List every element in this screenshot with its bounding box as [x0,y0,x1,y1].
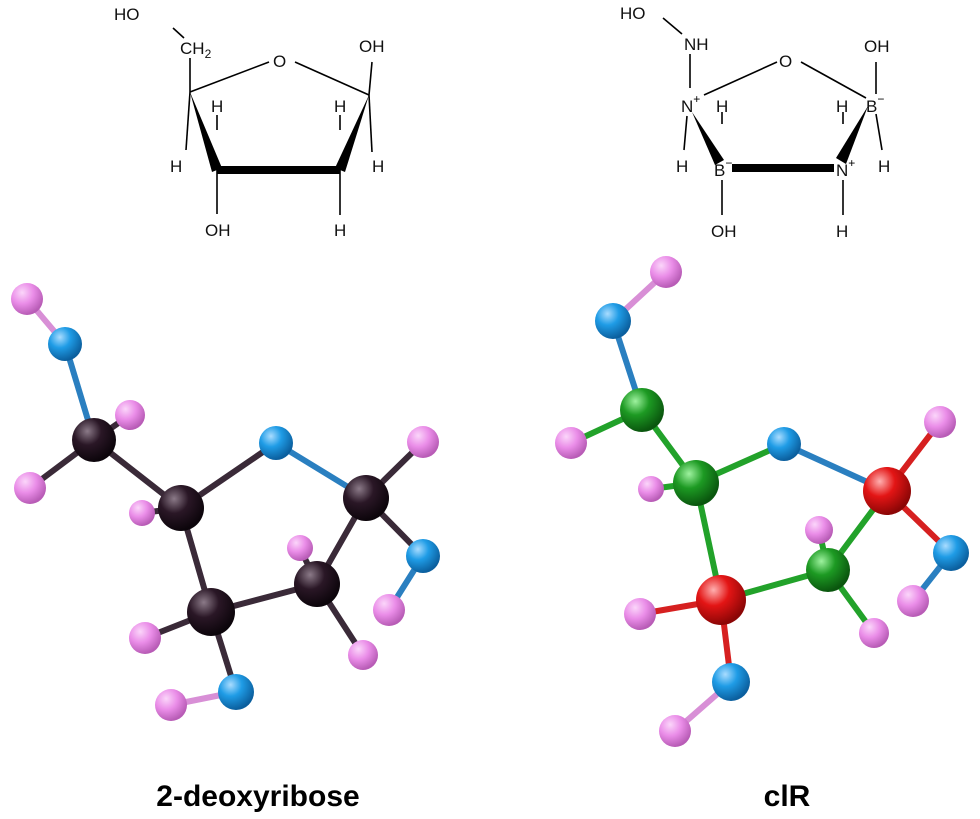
label-h: H [372,157,384,176]
hydrogen-atom [129,500,155,526]
oxygen-atom [406,539,440,573]
wedge-bond [692,112,724,165]
nitrogen-atom [673,460,719,506]
carbon-atom [343,475,389,521]
label-h: H [211,97,223,116]
bond [294,61,370,96]
hydrogen-atom [11,283,43,315]
label-oh-bottom: OH [711,222,737,241]
hydrogen-atom [659,715,691,747]
oxygen-atom [218,674,254,710]
caption-2deoxyribose: 2-deoxyribose [156,780,359,813]
hydrogen-atom [650,256,682,288]
label-oh-right: OH [864,37,890,56]
bond [662,17,683,35]
wedge-bond [836,106,868,164]
hydrogen-atom [348,640,378,670]
label-n-plus-bottom: N+ [836,156,855,180]
wedge-bond [190,92,222,172]
structure-clr [662,17,883,215]
carbon-atom [158,485,204,531]
boron-atom [863,467,911,515]
hydrogen-atom [897,585,929,617]
carbon-atom [187,588,235,636]
hydrogen-atom [373,594,405,626]
bond [683,115,688,151]
structure-2deoxyribose [172,27,373,215]
model-clr [555,256,969,747]
oxygen-atom [48,327,82,361]
oxygen-atom [712,663,750,701]
boron-atom [696,575,746,625]
bond [368,61,373,96]
label-oh-right: OH [359,37,385,56]
carbon-atom [294,561,340,607]
hydrogen-atom [407,426,439,458]
label-h: H [676,157,688,176]
hydrogen-atom [115,400,145,430]
bond [875,113,883,151]
label-ho-top: HO [114,5,140,24]
label-b-minus-bottom: B− [714,156,732,180]
label-h: H [878,157,890,176]
label-ring-oxygen: O [779,52,792,71]
label-h: H [170,157,182,176]
bond [368,94,373,153]
label-nh: NH [684,35,709,54]
nitrogen-atom [806,548,850,592]
label-ring-oxygen: O [273,52,286,71]
hydrogen-atom [805,516,833,544]
labels-clr: HO NH O OH N+ H H B− H B− N+ H OH H [620,4,890,241]
label-ch2: CH2 [180,39,212,61]
wedge-bond [335,95,369,172]
hydrogen-atom [555,427,587,459]
oxygen-atom [767,427,801,461]
label-h: H [836,222,848,241]
caption-clr: clR [764,780,811,813]
bond [703,61,778,96]
bond [172,27,185,39]
hydrogen-atom [859,618,889,648]
bond [189,61,270,93]
hydrogen-atom [287,535,313,561]
oxygen-atom [933,535,969,571]
label-oh-bottom: OH [205,221,231,240]
labels-2deoxyribose: HO CH2 O OH H H H H OH H [114,5,385,240]
label-h: H [334,221,346,240]
label-n-plus-left: N+ [681,92,700,116]
bond [800,61,867,99]
carbon-atom [72,418,116,462]
label-h: H [334,97,346,116]
label-h: H [836,97,848,116]
hydrogen-atom [129,622,161,654]
label-ho-top: HO [620,4,646,23]
hydrogen-atom [14,472,46,504]
model-2deoxyribose [11,283,440,721]
nitrogen-atom [620,388,664,432]
oxygen-atom [259,426,293,460]
label-h: H [716,97,728,116]
hydrogen-atom [155,689,187,721]
bond [185,91,191,151]
hydrogen-atom [624,598,656,630]
hydrogen-atom [638,476,664,502]
hydrogen-atom [924,406,956,438]
label-b-minus-right: B− [866,92,884,116]
oxygen-atom [595,303,631,339]
